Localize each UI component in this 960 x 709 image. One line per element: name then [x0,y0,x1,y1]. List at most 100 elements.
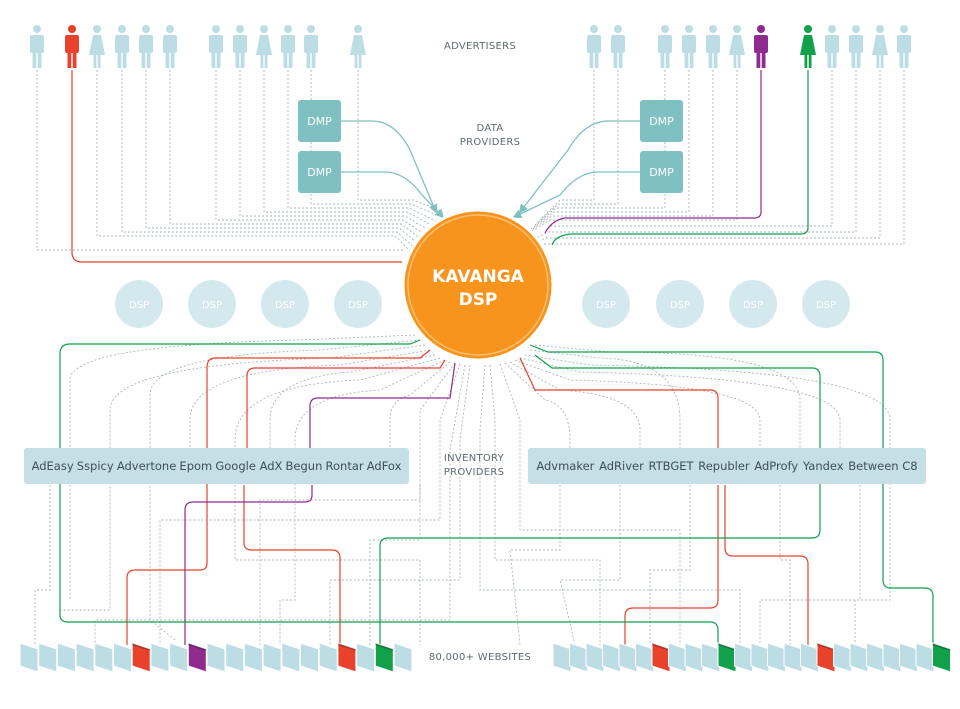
person-icon [304,25,318,68]
highlight-line [59,339,719,645]
website-page-icon [169,642,189,673]
person-icon [587,25,601,68]
connection-line [287,70,437,222]
connection-line [499,363,681,645]
inventory-left-item: Google AdX [215,459,283,473]
dsp-label: DSP [129,300,149,311]
data-providers-label: DATA PROVIDERS [430,122,550,150]
website-page-icon [337,642,357,673]
kavanga-dsp-hub[interactable]: KAVANGA DSP [401,208,555,362]
dmp-box: DMP [640,100,683,142]
dmp-arrow [518,120,640,214]
person-icon [754,25,768,68]
highlight-line [126,349,431,645]
connection-line [514,359,761,448]
hub-circle [401,208,555,362]
website-page-icon [651,642,671,673]
advertisers-row [30,25,911,68]
connection-line [524,354,891,645]
dsp-label: DSP [275,300,295,311]
website-page-icon [38,642,58,673]
connection-line [536,70,619,224]
website-page-icon [932,642,951,673]
connection-line [234,357,441,645]
connection-line [263,70,434,227]
dsp-circle: DSP [729,280,777,328]
connection-line [509,361,641,448]
inventory-left-item: Begun [285,459,323,473]
website-page-icon [552,642,572,673]
website-page-icon [668,642,687,673]
data-provider-arrows [341,120,640,219]
connection-line [121,70,419,252]
inventory-label-line2: PROVIDERS [443,467,505,478]
connection-line [509,485,561,646]
inventory-right-item: Advmaker [536,459,595,473]
connection-line [94,364,466,645]
dsp-circle: DSP [802,280,850,328]
website-page-icon [187,642,207,673]
connection-line [489,364,601,645]
dsp-label: DSP [816,300,836,311]
dsp-circle: DSP [656,280,704,328]
dmp-box: DMP [298,151,341,193]
website-page-icon [816,642,836,673]
highlight-line [519,357,719,448]
website-page-icon [569,642,588,673]
dsp-circle: DSP [582,280,630,328]
woman-icon [256,25,272,68]
person-icon [682,25,696,68]
person-icon [611,25,625,68]
website-page-icon [262,642,282,673]
website-page-icon [915,642,935,673]
connection-line [357,70,443,212]
connection-line [259,362,456,645]
website-page-icon [800,642,819,673]
connection-line [269,354,436,448]
highlighted-connection-lines [59,70,934,645]
woman-icon [729,25,745,68]
inventory-left-item: Epom [179,459,213,473]
person-icon [30,25,44,68]
website-page-icon [19,642,39,673]
website-page-icon [150,642,170,673]
dmp-arrow [341,120,438,214]
person-icon [658,25,672,68]
inventory-right-item: Between C8 [848,459,918,473]
inventory-left-item: AdEasy [31,459,74,473]
inventory-left-item: AdFox [366,459,402,473]
dmp-label: DMP [307,166,332,179]
connection-line [524,70,738,236]
website-page-icon [113,642,132,673]
person-icon [825,25,839,68]
connection-line [854,485,861,645]
connection-line [69,334,416,600]
dsp-circle: DSP [188,280,236,328]
websites-row [19,642,951,673]
woman-icon [89,25,105,68]
connection-line [145,70,422,247]
dsp-label: DSP [596,300,616,311]
dsp-label: DSP [202,300,222,311]
inventory-left-item: Rontar [325,459,364,473]
dsp-label: DSP [348,300,368,311]
highlight-line [529,344,934,645]
websites-label: 80,000+ WEBSITES [420,651,540,665]
dmp-arrow [512,171,640,218]
person-icon [65,25,79,68]
websites-label-text: 80,000+ WEBSITES [428,652,532,663]
website-page-icon [281,642,301,673]
data-providers-line1: DATA [476,123,504,134]
inventory-right-item: Yandex [802,459,844,473]
person-icon [706,25,720,68]
website-page-icon [602,642,621,673]
website-page-icon [701,642,720,673]
website-page-icon [734,642,753,673]
highlight-line [724,485,809,645]
dmp-label: DMP [649,166,674,179]
inventory-left-item: Advertone [116,459,177,473]
connection-line [189,349,431,448]
connection-line [389,361,451,448]
dmp-label: DMP [307,115,332,128]
connection-line [504,362,571,448]
